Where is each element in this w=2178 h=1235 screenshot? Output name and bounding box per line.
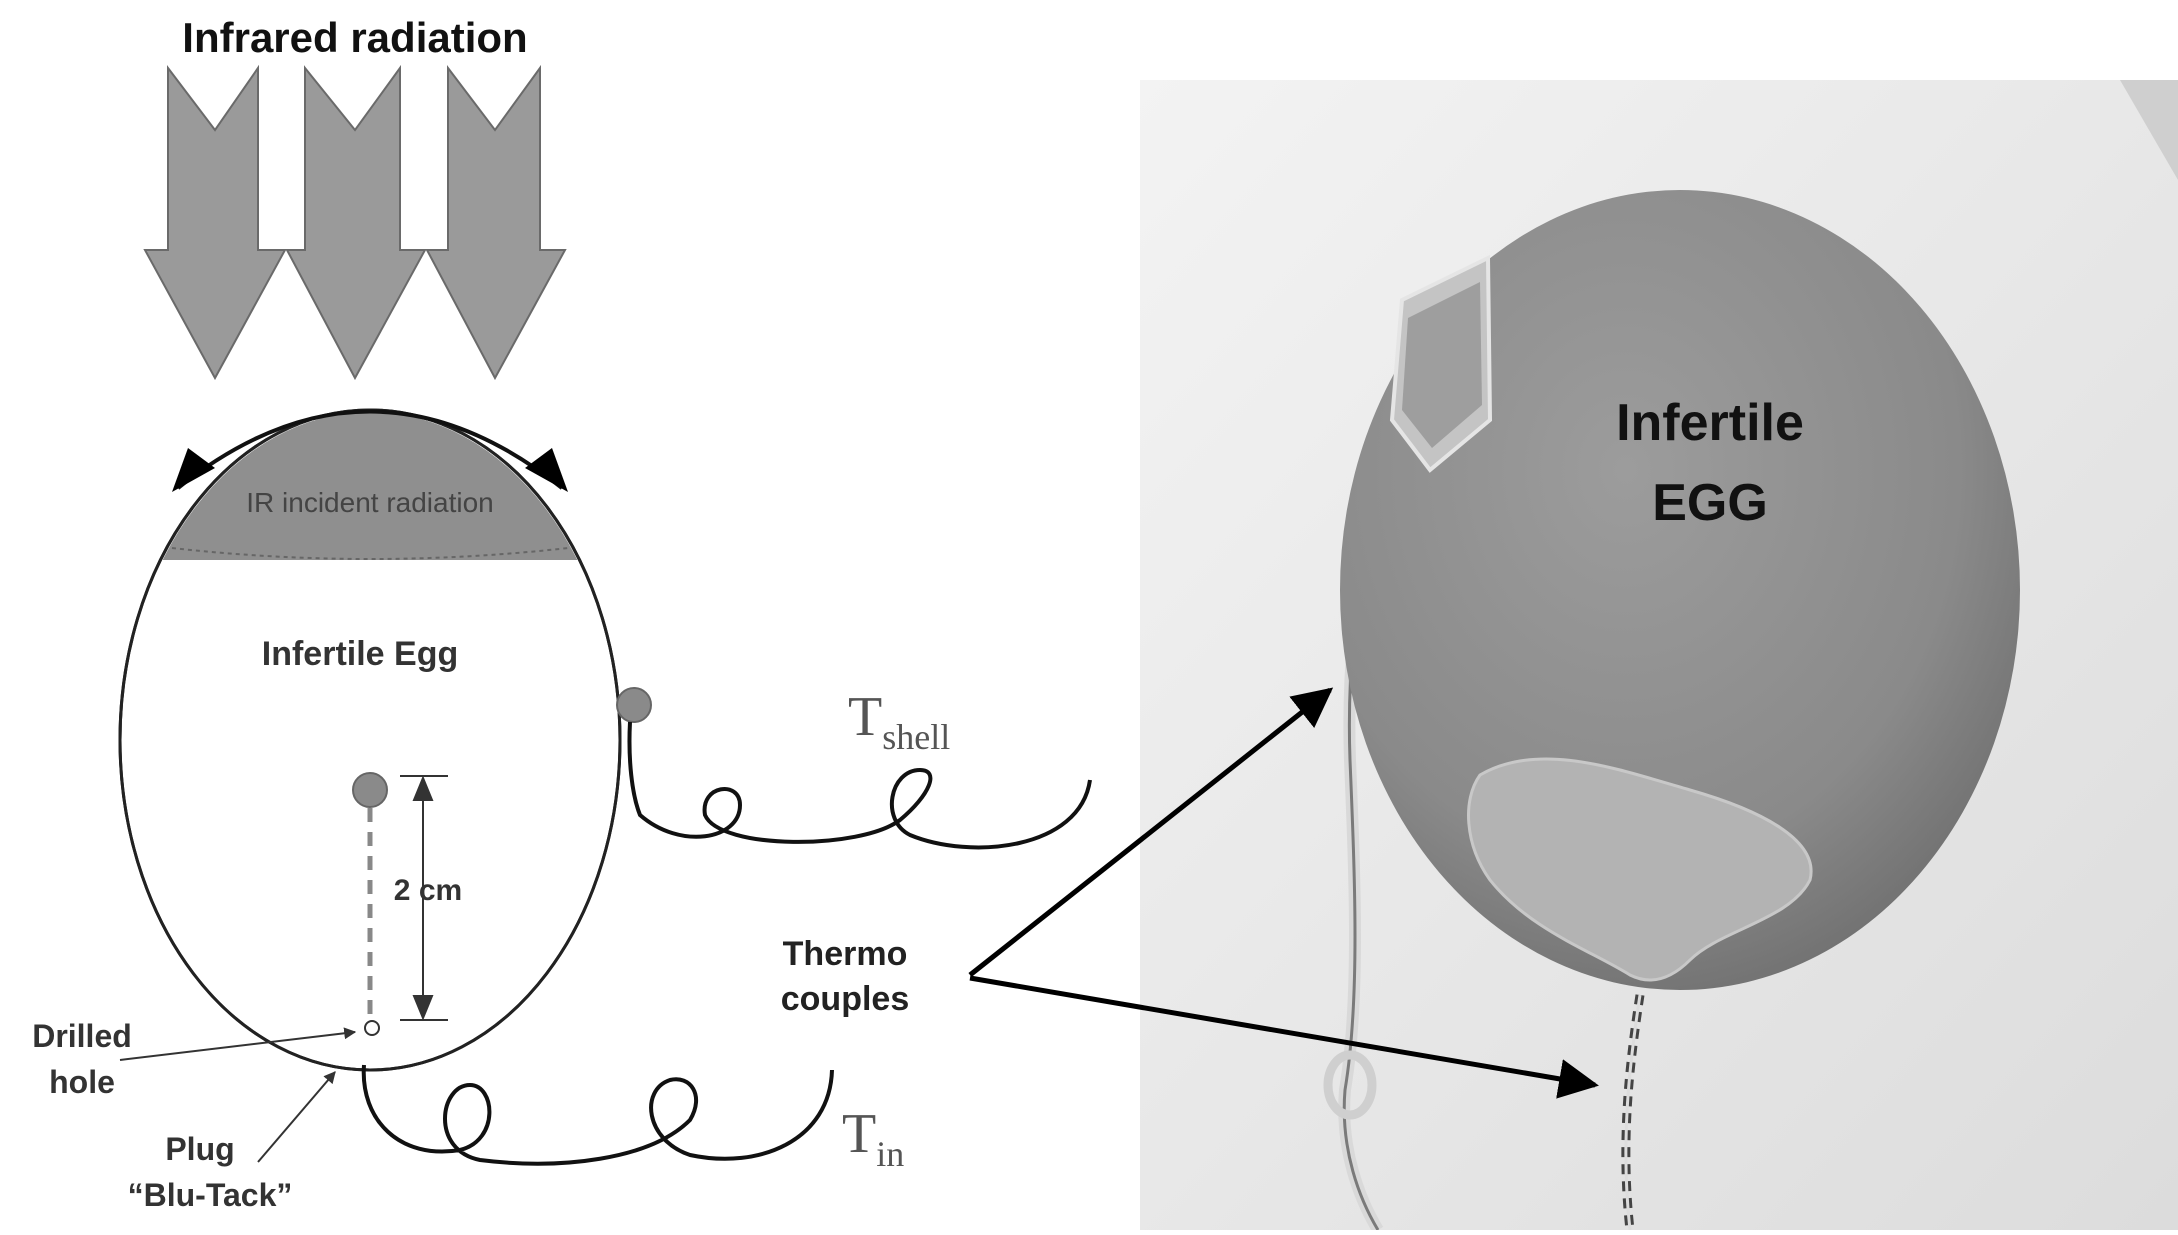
drilled-hole-pointer xyxy=(119,1027,357,1061)
plug-pointer xyxy=(257,1071,336,1163)
t-shell-main: T xyxy=(848,686,882,748)
drilled-hole-label-line2: hole xyxy=(49,1064,115,1100)
t-shell-sub: shell xyxy=(882,717,950,757)
inner-thermocouple-wire xyxy=(361,1064,834,1166)
ir-arrow-left-icon xyxy=(143,64,287,381)
photo-corner-shadow xyxy=(2120,80,2178,180)
infrared-radiation-title: Infrared radiation xyxy=(182,14,527,61)
photo-blu-tack xyxy=(1467,757,1813,982)
shell-sensor-dot xyxy=(616,687,652,723)
infertile-egg-label: Infertile Egg xyxy=(262,635,458,673)
thermocouples-label-line2: couples xyxy=(781,980,909,1018)
photo-label-line2: EGG xyxy=(1652,474,1768,532)
thermocouple-pointer-upper xyxy=(968,687,1334,977)
ir-incident-label: IR incident radiation xyxy=(246,487,493,518)
drilled-hole-label-line1: Drilled xyxy=(32,1018,132,1054)
drilled-hole-dot xyxy=(364,1020,380,1036)
ir-arrow-right-icon xyxy=(425,64,567,381)
arc-left-arrowhead-icon xyxy=(172,448,215,492)
ir-arrows xyxy=(143,64,567,381)
plug-label-line1: Plug xyxy=(165,1131,234,1167)
ir-arrow-middle-icon xyxy=(285,64,427,381)
distance-label: 2 cm xyxy=(394,874,462,907)
shell-thermocouple-wire xyxy=(627,721,1092,850)
thermocouples-label-line1: Thermo xyxy=(783,935,908,973)
arc-right-arrowhead-icon xyxy=(525,448,568,492)
t-in-sub: in xyxy=(876,1134,904,1174)
t-in-label: Tin xyxy=(842,1103,904,1174)
t-in-main: T xyxy=(842,1103,876,1165)
egg-photo: Infertile EGG xyxy=(1140,80,2178,1234)
ir-incident-region xyxy=(162,412,578,560)
incident-arc xyxy=(176,409,564,490)
inner-sensor-dot xyxy=(352,772,388,808)
photo-label-line1: Infertile xyxy=(1616,394,1804,452)
plug-label-line2: “Blu-Tack” xyxy=(128,1177,293,1213)
dimension-2cm xyxy=(400,775,448,1021)
thermocouple-pointer-lower xyxy=(969,975,1599,1099)
t-shell-label: Tshell xyxy=(848,686,950,757)
photo-wire-knot xyxy=(1323,1050,1377,1120)
